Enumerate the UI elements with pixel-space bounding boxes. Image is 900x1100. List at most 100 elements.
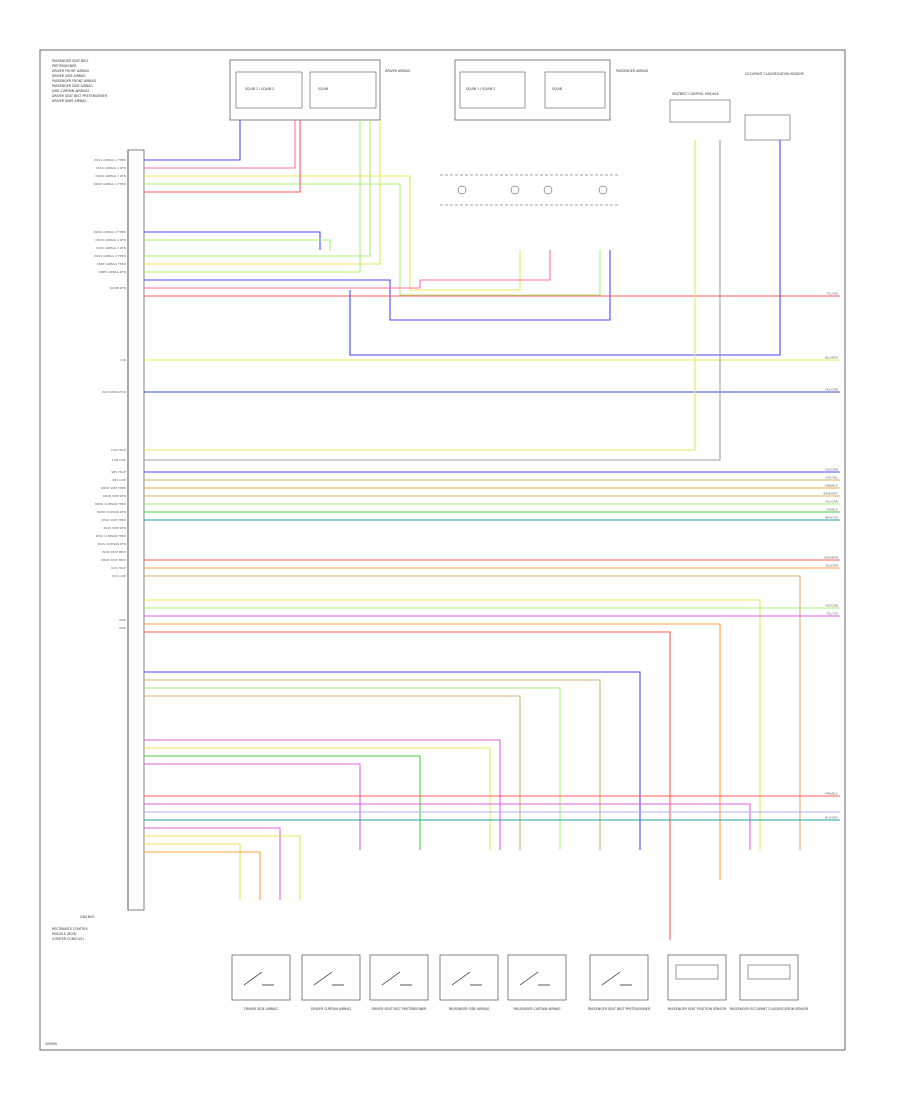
top-connector-sub: SQUIB — [552, 87, 562, 91]
pin-label: DRVR AIRBAG 1 FEED — [94, 182, 127, 186]
connector-pin-circle — [598, 185, 608, 195]
top-connector-inner — [459, 71, 526, 109]
connector-pin-circle — [510, 185, 520, 195]
pin-label: DRVR AIRBAG 2 RTN — [96, 238, 126, 242]
pin-label: OCS HIGH — [111, 566, 126, 570]
top-connector-box — [454, 59, 611, 121]
wire — [144, 120, 241, 161]
pin-label: CAN HIGH — [111, 448, 126, 452]
wire-color-label: YEL/GRN — [825, 500, 838, 504]
component-label: PASSENGER SEAT BELT PRETENSIONER — [588, 1007, 651, 1011]
pin-label: KNEE AIRBAG FEED — [97, 262, 127, 266]
top-connector-label: PASSENGER AIRBAG — [616, 69, 649, 73]
module-header: PASSENGER SEAT BELT PRETENSIONER DRIVER … — [52, 59, 108, 103]
module-caption: RESTRAINTS CONTROL MODULE (RCM) (CENTER … — [52, 915, 94, 941]
mid-connector-row — [440, 174, 620, 206]
module-body — [127, 149, 145, 911]
wire — [144, 599, 761, 850]
wires: YEL/VIOBLU/REDYEL/GRNVIO/ORNGRY/YELGRN/B… — [144, 120, 840, 940]
wire-color-label: GRY/YEL — [826, 476, 839, 480]
pin-label: SQUIB RTN — [110, 286, 126, 290]
top-connector-box — [669, 99, 731, 123]
wire — [144, 851, 261, 900]
wire — [144, 120, 371, 257]
top-connector-box — [229, 59, 381, 121]
pin-label: IGN — [121, 358, 126, 362]
pin-label: DRVR SEAT BELT — [101, 558, 126, 562]
component-label: DRIVER SIDE AIRBAG — [244, 1007, 278, 1011]
wire — [144, 183, 601, 296]
top-connectors: DRIVER AIRBAG SQUIB 1 / SQUIB 2 SQUIB PA… — [229, 59, 804, 141]
top-connector-label: OCCUPANT CLASSIFICATION SENSOR — [745, 72, 804, 76]
module-caption-line: MODULE (RCM) — [52, 932, 76, 936]
component-box — [301, 954, 361, 1001]
wire — [144, 755, 421, 850]
module-header-line: DRIVER SIDE AIRBAG — [52, 74, 86, 78]
component-box — [739, 954, 799, 1001]
pin-label: GND — [119, 618, 127, 622]
wire — [144, 120, 301, 193]
module-block — [127, 149, 145, 911]
top-connector-inner — [235, 71, 303, 109]
wire-color-label: BRN/VIO — [825, 516, 838, 520]
switch-symbol — [601, 971, 632, 986]
pin-label: SBV LOW — [112, 478, 126, 482]
pin-label: PASS CURTAIN FEED — [96, 534, 127, 538]
switch-symbol — [381, 971, 412, 986]
component-box — [507, 954, 567, 1001]
module-header-line: PASSENGER SEAT BELT — [52, 59, 89, 63]
switch-symbol — [451, 971, 482, 986]
pin-label: DRVR AIRBAG 2 FEED — [94, 230, 127, 234]
wire — [144, 739, 501, 850]
pin-label: PASS CURTAIN RTN — [98, 542, 126, 546]
component-label: DRIVER CURTAIN AIRBAG — [311, 1007, 351, 1011]
sensor-block — [747, 964, 791, 980]
module-header-line: DRIVER KNEE AIRBAG — [52, 99, 87, 103]
module-header-line: PASSENGER FRONT AIRBAG — [52, 79, 97, 83]
wire — [144, 679, 601, 850]
connector-pin-circle — [543, 185, 553, 195]
wire-color-label: GRN/BLU — [825, 484, 838, 488]
module-header-line: DRIVER FRONT AIRBAG — [52, 69, 90, 73]
top-connector-inner — [309, 71, 377, 109]
top-connector-box — [744, 114, 791, 141]
pin-label: OCS LOW — [112, 574, 126, 578]
wire-color-label: VIO/GRN — [825, 604, 838, 608]
bottom-components: DRIVER SIDE AIRBAG DRIVER CURTAIN AIRBAG D… — [231, 954, 809, 1011]
wire-color-label: YEL/VIO — [826, 612, 838, 616]
component-box — [369, 954, 429, 1001]
wire — [144, 175, 521, 291]
wire-color-label: GRN/BLU — [825, 792, 838, 796]
top-connector-sub: SQUIB 1 / SQUIB 2 — [466, 87, 495, 91]
wire — [144, 120, 381, 265]
pin-label: KNEE AIRBAG RTN — [99, 270, 126, 274]
wire — [144, 827, 281, 900]
top-connector-inner — [544, 71, 606, 109]
top-connector-label: SEATBELT CONTROL MODULE — [672, 92, 719, 96]
wire-color-label: BLU/GRY — [825, 816, 838, 820]
module-caption-line: (CENTER CONSOLE) — [52, 937, 84, 941]
component-label: DRIVER SEAT BELT PRETENSIONER — [371, 1007, 427, 1011]
switch-symbol — [243, 971, 274, 986]
wire — [144, 120, 361, 273]
wire — [144, 747, 491, 850]
component-label: PASSENGER CURTAIN AIRBAG — [514, 1007, 561, 1011]
pin-label: DRVR CURTAIN RTN — [97, 510, 126, 514]
wire — [144, 239, 331, 250]
pin-label: SBV HIGH — [111, 470, 126, 474]
wire — [144, 803, 751, 850]
module-header-line: DRIVER SEAT BELT PRETENSIONER — [52, 94, 108, 98]
component-label: PASSENGER SEAT POSITION SENSOR — [668, 1007, 727, 1011]
wire-color-label: BRN/WHT — [824, 492, 839, 496]
wire-color-label: YEL/GRN — [825, 388, 838, 392]
pin-label: PASS AIRBAG 1 RTN — [96, 166, 126, 170]
pin-label: DRVR SIDE FEED — [101, 486, 127, 490]
pin-label: PASS SEAT BELT — [102, 550, 126, 554]
wire-color-label: ORN/BRN — [824, 556, 838, 560]
top-connector-sub: SQUIB — [318, 87, 328, 91]
wire — [349, 140, 781, 356]
wire-color-label: YEL/ORN — [825, 564, 838, 568]
diagram-frame — [39, 49, 846, 1051]
wire — [144, 140, 696, 451]
